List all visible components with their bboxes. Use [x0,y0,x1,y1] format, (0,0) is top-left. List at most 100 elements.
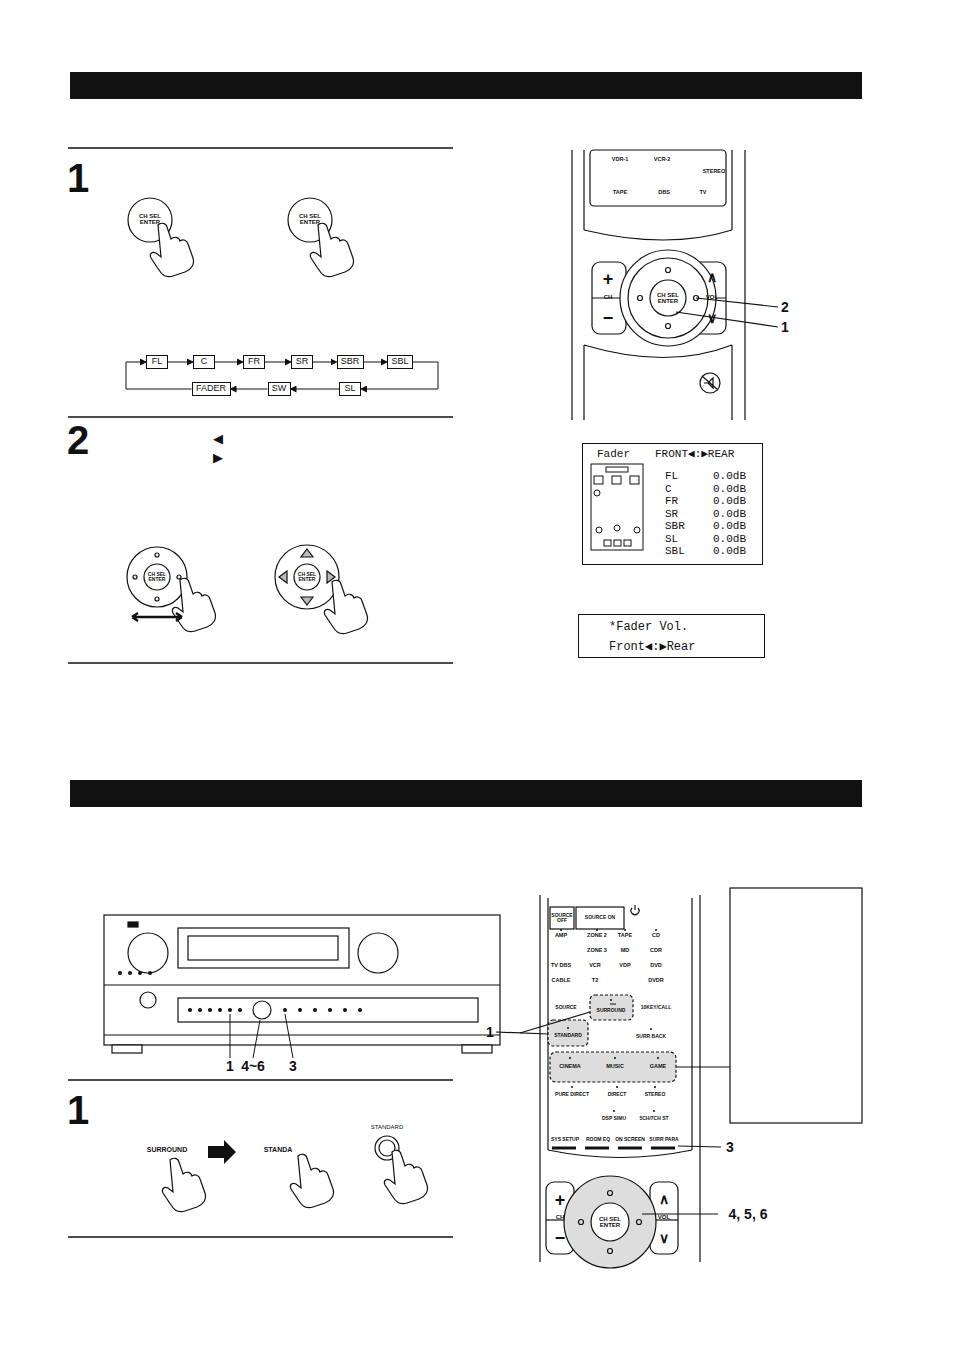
remote-key: SURR PARA [649,1137,678,1142]
remote-key: VCR [589,963,601,969]
remote-key: DSP SIMU [602,1116,626,1121]
remote-key: SOURCE ON [585,915,615,920]
button-text: CH SEL ENTER [655,292,681,305]
remote-key: MD [621,948,630,954]
screen-text: 0.0dB [713,496,746,507]
channel-name: FL [147,356,167,367]
channel-box: SR [291,355,313,369]
remote-key: TAPE [613,190,627,196]
channel-name: SBR [338,356,363,367]
remote-key: CABLE [552,978,571,984]
remote-key: DVDR [648,978,664,984]
remote-key: ∨ [659,1231,669,1246]
arrow-symbol: ◀ [213,432,223,446]
screen-text: 0.0dB [713,471,746,482]
screen-text: FR [665,496,678,507]
button-text: CH SEL ENTER [146,572,168,583]
screen-text: FRONT◀:▶REAR [655,449,734,460]
remote-key: + [555,1191,566,1210]
remote-key: VOL [706,294,718,300]
channel-name: C [194,356,214,367]
channel-box: SW [268,382,291,396]
callout-number: 4~6 [241,1059,265,1074]
screen-text: 0.0dB [713,484,746,495]
channel-name: FADER [193,383,230,394]
screen-text: Fader [597,449,630,460]
screen-text: 0.0dB [713,509,746,520]
channel-name: FR [244,356,264,367]
remote-key: ∧ [659,1192,669,1207]
remote-key: T2 [592,978,598,984]
osd-screen: Fader FRONT◀:▶REAR FL 0.0dB C 0.0dB FR 0.0dB SR 0… [582,443,763,565]
flow-arrow [313,362,337,363]
button-text: SURROUND [147,1146,187,1153]
flow-arrow [364,362,388,363]
remote-key: VCR-2 [654,157,671,163]
screen-text: Front◀:▶Rear [609,641,695,653]
channel-name: SBL [388,356,412,367]
remote-key: ON SCREEN [615,1137,645,1142]
channel-name: SW [269,383,290,394]
button-text: CH SEL ENTER [297,213,323,226]
screen-text: FL [665,471,678,482]
button-text: STANDA [264,1146,293,1153]
screen-text: 0.0dB [713,521,746,532]
channel-box: FL [146,355,168,369]
channel-name: SR [292,356,312,367]
channel-box: SL [339,382,361,396]
remote-key: CINEMA [559,1064,581,1070]
remote-key: + [603,270,614,289]
screen-text: SR [665,509,678,520]
remote-key: CD [652,933,660,939]
remote-key: SURROUND [597,1008,626,1013]
remote-key: DVD [650,963,662,969]
button-text: CH SEL ENTER [296,572,318,583]
remote-key: ∧ [707,270,717,285]
step-number: 1 [67,1089,89,1131]
step-number: 1 [67,157,89,199]
remote-key: STEREO [645,1092,666,1097]
screen-text: 0.0dB [713,546,746,557]
remote-key: MUSIC [606,1064,624,1070]
arrow-symbol: ▶ [213,451,223,465]
callout-number: 1 [486,1025,494,1040]
button-text: CH SEL ENTER [137,213,163,226]
remote-key: SYS SETUP [551,1137,579,1142]
remote-key: CH [556,1214,565,1220]
remote-key: TAPE [618,933,632,939]
screen-text: SBL [665,546,685,557]
remote-key: VOL [658,1214,670,1220]
remote-key: STEREO [703,169,726,175]
remote-key: − [603,309,614,328]
flow-arrow [168,362,193,363]
remote-key: VDP [619,963,630,969]
remote-key: ZONE 3 [587,948,607,954]
remote-key: DIRECT [608,1092,627,1097]
remote-key: GAME [650,1064,667,1070]
callout-number: 3 [289,1059,297,1074]
flow-arrow [291,389,340,390]
remote-key: − [555,1229,566,1248]
remote-key: TV [699,190,706,196]
callout-number: 2 [781,300,789,315]
button-text: STANDARD [371,1124,404,1130]
remote-key: 10KEY/CALL [641,1005,672,1010]
remote-key: 5CH/7CH ST [639,1116,668,1121]
remote-key: CH [604,294,613,300]
step-number: 2 [67,419,89,461]
remote-key: TV DBS [551,963,571,969]
channel-box: SBR [337,355,364,369]
remote-key: ROOM EQ [586,1137,610,1142]
remote-key: STANDARD [554,1033,582,1038]
channel-name: SL [340,383,360,394]
flow-arrow [265,362,291,363]
screen-text: SBR [665,521,685,532]
remote-key: SOURCE OFF [551,913,573,924]
remote-key: ZONE 2 [587,933,607,939]
screen-text: 0.0dB [713,534,746,545]
remote-key: PURE DIRECT [555,1092,589,1097]
callout-number: 4, 5, 6 [729,1207,768,1222]
screen-text: C [665,484,672,495]
